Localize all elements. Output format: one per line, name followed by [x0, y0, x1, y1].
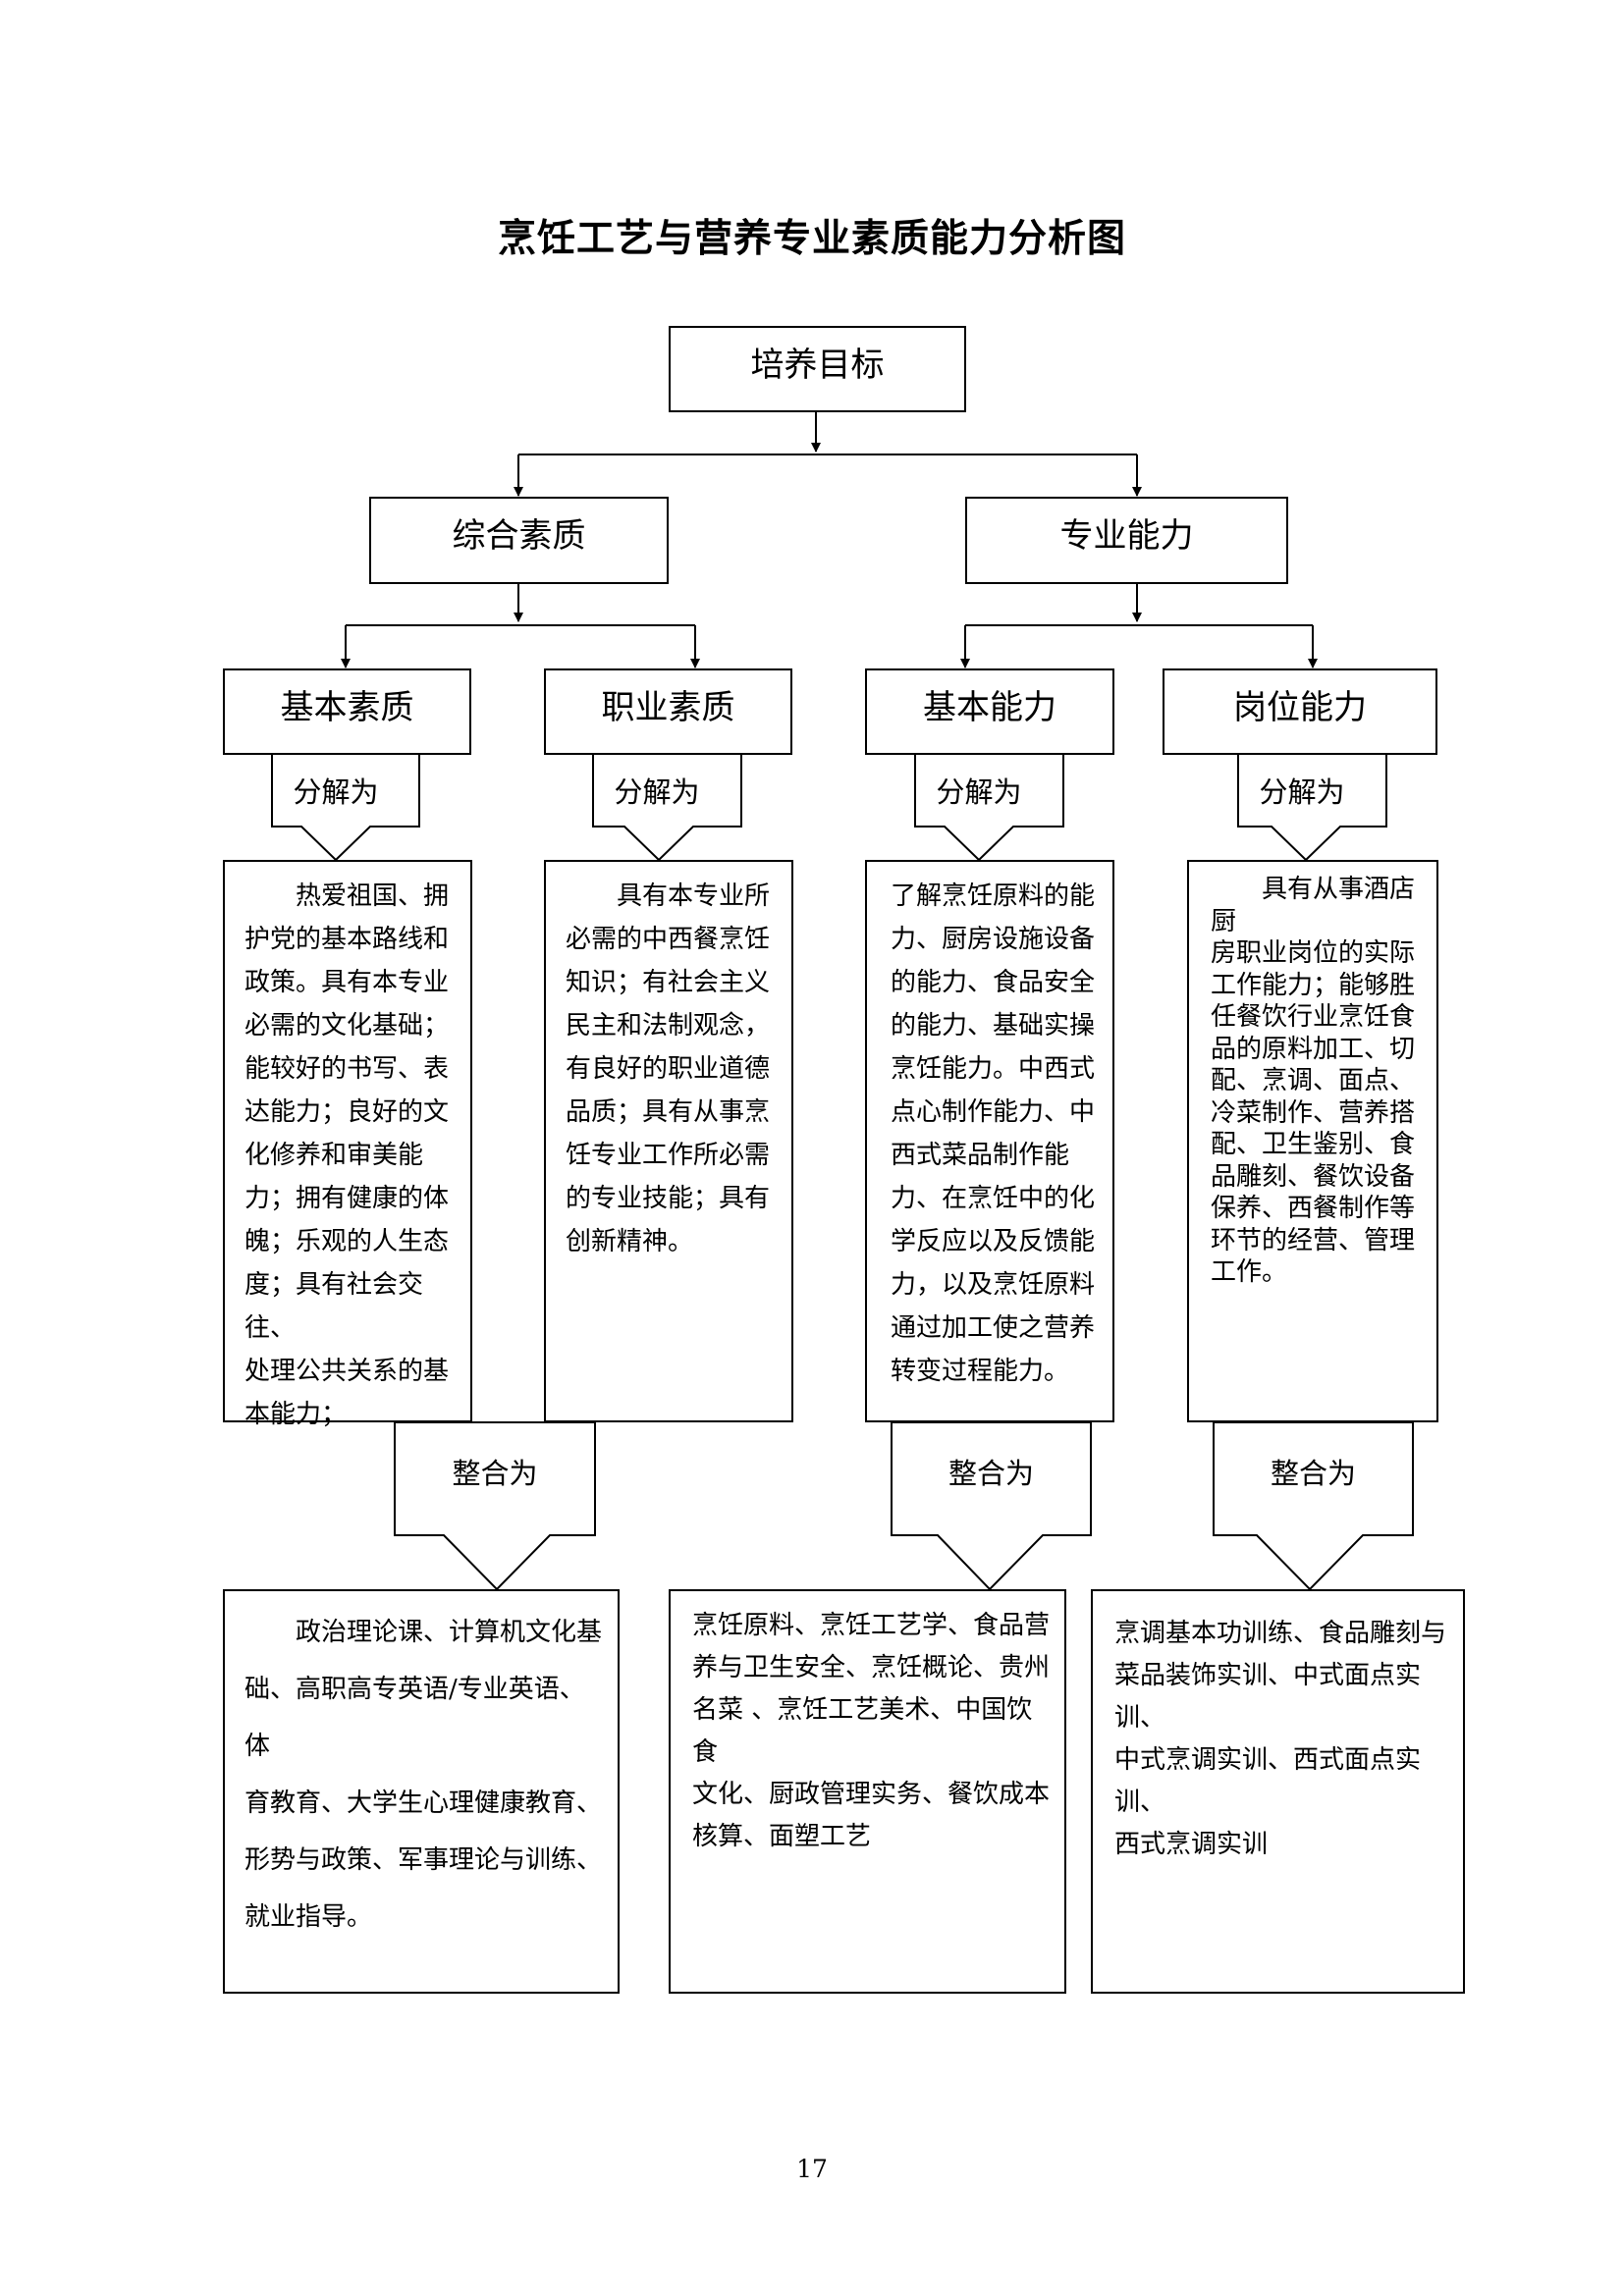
description-basic-ability: 了解烹饪原料的能 力、厨房设施设备 的能力、食品安全 的能力、基础实操 烹饪能力… — [865, 860, 1114, 1422]
decompose-label: 分解为 — [614, 775, 700, 809]
integrate-arrow — [891, 1421, 1092, 1591]
page-number: 17 — [796, 2155, 828, 2183]
description-vocational-quality: 具有本专业所 必需的中西餐烹饪 知识；有社会主义 民主和法制观念， 有良好的职业… — [544, 860, 793, 1422]
node-label: 职业素质 — [601, 687, 735, 727]
diagram-title: 烹饪工艺与营养专业素质能力分析图 — [497, 216, 1126, 261]
node-root: 培养目标 — [669, 326, 966, 412]
node-label: 专业能力 — [1059, 516, 1194, 556]
integrate-label: 整合为 — [947, 1457, 1034, 1490]
courses-comprehensive: 政治理论课、计算机文化基 础、高职高专英语/专业英语、体 育教育、大学生心理健康… — [223, 1589, 620, 1994]
node-basic-ability: 基本能力 — [865, 668, 1114, 755]
node-label: 综合素质 — [452, 516, 586, 556]
decompose-arrow — [1237, 752, 1387, 862]
node-professional-ability: 专业能力 — [965, 497, 1288, 584]
courses-professional: 烹饪原料、烹饪工艺学、食品营 养与卫生安全、烹饪概论、贵州 名菜 、烹饪工艺美术… — [669, 1589, 1066, 1994]
integrate-arrow — [394, 1421, 596, 1591]
node-label: 岗位能力 — [1233, 687, 1367, 727]
node-comprehensive-quality: 综合素质 — [369, 497, 669, 584]
decompose-arrow — [592, 752, 742, 862]
integrate-label: 整合为 — [1270, 1457, 1356, 1490]
decompose-label: 分解为 — [936, 775, 1022, 809]
decompose-arrow — [914, 752, 1064, 862]
node-label: 基本能力 — [923, 687, 1056, 727]
decompose-label: 分解为 — [1259, 775, 1345, 809]
node-label: 基本素质 — [280, 687, 414, 727]
node-post-ability: 岗位能力 — [1163, 668, 1437, 755]
description-basic-quality: 热爱祖国、拥 护党的基本路线和 政策。具有本专业 必需的文化基础； 能较好的书写… — [223, 860, 472, 1429]
integrate-arrow — [1213, 1421, 1414, 1591]
integrate-label: 整合为 — [452, 1457, 538, 1490]
node-vocational-quality: 职业素质 — [544, 668, 792, 755]
decompose-arrow — [271, 752, 420, 862]
node-root-label: 培养目标 — [750, 345, 885, 385]
node-basic-quality: 基本素质 — [223, 668, 471, 755]
decompose-label: 分解为 — [293, 775, 379, 809]
courses-practical: 烹调基本功训练、食品雕刻与 菜品装饰实训、中式面点实训、 中式烹调实训、西式面点… — [1091, 1589, 1465, 1994]
description-post-ability: 具有从事酒店厨 房职业岗位的实际 工作能力；能够胜 任餐饮行业烹饪食 品的原料加… — [1187, 860, 1438, 1422]
